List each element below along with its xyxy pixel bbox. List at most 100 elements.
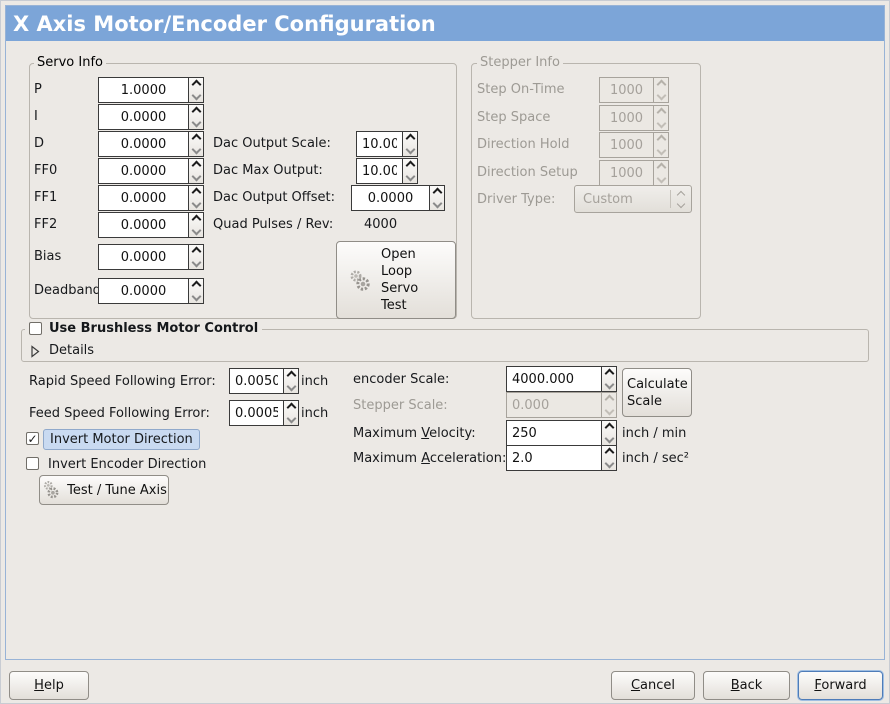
spin-up-icon[interactable] [432, 187, 442, 198]
direction-hold-input [599, 132, 653, 158]
invert-encoder-label[interactable]: Invert Encoder Direction [48, 457, 207, 472]
expander-triangle-icon[interactable] [30, 344, 40, 358]
spin-up-icon[interactable] [191, 246, 201, 257]
spin-up-icon[interactable] [604, 368, 614, 379]
spin-down-icon[interactable] [405, 144, 415, 155]
direction-setup-label: Direction Setup [477, 165, 578, 180]
spin-up-icon[interactable] [191, 106, 201, 117]
d-spinner[interactable] [188, 131, 204, 157]
invert-motor-label[interactable]: Invert Motor Direction [43, 429, 200, 450]
spin-up-icon[interactable] [604, 422, 614, 433]
max-velocity-spinner[interactable] [601, 420, 617, 446]
bias-input[interactable] [98, 244, 188, 270]
encoder-scale-input[interactable] [506, 366, 601, 392]
spin-down-icon[interactable] [286, 381, 296, 392]
spin-down-icon[interactable] [432, 198, 442, 209]
invert-motor-checkbox[interactable]: ✓ [26, 432, 39, 445]
calculate-scale-button[interactable]: Calculate Scale [622, 368, 692, 417]
encoder-scale-label: encoder Scale: [353, 372, 450, 387]
max-acceleration-spinner[interactable] [601, 445, 617, 471]
bias-spinbox [98, 244, 204, 270]
ff2-input[interactable] [98, 212, 188, 238]
max-acceleration-input[interactable] [506, 445, 601, 471]
direction-hold-spinbox [599, 132, 669, 158]
cancel-button[interactable]: Cancel [611, 671, 695, 700]
spin-down-icon[interactable] [604, 379, 614, 390]
spin-down-icon[interactable] [405, 171, 415, 182]
p-input[interactable] [98, 77, 188, 103]
rapid-unit-label: inch [301, 374, 329, 389]
spin-up-icon[interactable] [405, 160, 415, 171]
spin-up-icon[interactable] [191, 187, 201, 198]
spin-down-icon[interactable] [286, 413, 296, 424]
spin-up-icon [656, 162, 666, 173]
spin-up-icon[interactable] [191, 160, 201, 171]
feed-unit-label: inch [301, 406, 329, 421]
dac-max-spinner[interactable] [402, 158, 418, 184]
i-input[interactable] [98, 104, 188, 130]
d-input[interactable] [98, 131, 188, 157]
i-spinner[interactable] [188, 104, 204, 130]
spin-down-icon[interactable] [191, 291, 201, 302]
checkmark-icon: ✓ [27, 431, 38, 446]
encoder-scale-spinner[interactable] [601, 366, 617, 392]
feed-spinner[interactable] [283, 400, 299, 426]
bias-label: Bias [34, 249, 62, 264]
ff1-spinner[interactable] [188, 185, 204, 211]
stepper-scale-label: Stepper Scale: [353, 398, 448, 413]
servo-info-legend: Servo Info [34, 55, 106, 71]
use-brushless-label: Use Brushless Motor Control [49, 321, 259, 336]
deadband-spinner[interactable] [188, 278, 204, 304]
spin-up-icon[interactable] [604, 447, 614, 458]
content-frame [5, 5, 885, 660]
spin-down-icon[interactable] [191, 257, 201, 268]
spin-up-icon[interactable] [405, 133, 415, 144]
d-label: D [34, 136, 45, 151]
dac-scale-spinner[interactable] [402, 131, 418, 157]
spin-up-icon[interactable] [286, 370, 296, 381]
max-velocity-input[interactable] [506, 420, 601, 446]
rapid-following-error-input[interactable] [229, 368, 283, 394]
forward-button[interactable]: Forward [798, 671, 883, 700]
details-expander[interactable]: Details [30, 343, 94, 359]
spin-up-icon[interactable] [191, 133, 201, 144]
spin-down-icon[interactable] [191, 90, 201, 101]
driver-type-label: Driver Type: [477, 192, 556, 207]
test-tune-axis-button[interactable]: Test / Tune Axis [39, 475, 169, 505]
spin-up-icon[interactable] [286, 402, 296, 413]
ff1-input[interactable] [98, 185, 188, 211]
spin-up-icon[interactable] [191, 280, 201, 291]
help-button[interactable]: Help [9, 671, 89, 700]
rapid-spinner[interactable] [283, 368, 299, 394]
open-loop-servo-test-button[interactable]: Open Loop Servo Test [336, 241, 456, 319]
feed-following-error-input[interactable] [229, 400, 283, 426]
brushless-frame [21, 329, 869, 362]
dac-output-offset-input[interactable] [351, 185, 429, 211]
ff0-input[interactable] [98, 158, 188, 184]
ff0-spinner[interactable] [188, 158, 204, 184]
spin-down-icon[interactable] [191, 117, 201, 128]
dac-output-scale-label: Dac Output Scale: [213, 136, 331, 151]
p-spinner[interactable] [188, 77, 204, 103]
bias-spinner[interactable] [188, 244, 204, 270]
spin-up-icon[interactable] [191, 214, 201, 225]
use-brushless-checkbox[interactable] [29, 322, 42, 335]
dac-output-scale-input[interactable] [356, 131, 402, 157]
ff2-spinner[interactable] [188, 212, 204, 238]
spin-down-icon[interactable] [604, 458, 614, 469]
spin-down-icon[interactable] [191, 198, 201, 209]
spin-down-icon[interactable] [191, 144, 201, 155]
invert-encoder-checkbox[interactable] [26, 457, 39, 470]
open-loop-servo-test-label: Open Loop Servo Test [381, 247, 419, 313]
step-on-time-label: Step On-Time [477, 82, 565, 97]
spin-down-icon[interactable] [604, 433, 614, 444]
spin-up-icon[interactable] [191, 79, 201, 90]
deadband-input[interactable] [98, 278, 188, 304]
driver-type-value: Custom [583, 191, 633, 207]
spin-down-icon[interactable] [191, 225, 201, 236]
spin-up-icon [656, 79, 666, 90]
spin-down-icon[interactable] [191, 171, 201, 182]
back-button[interactable]: Back [703, 671, 790, 700]
dac-offset-spinner[interactable] [429, 185, 445, 211]
dac-max-output-input[interactable] [356, 158, 402, 184]
